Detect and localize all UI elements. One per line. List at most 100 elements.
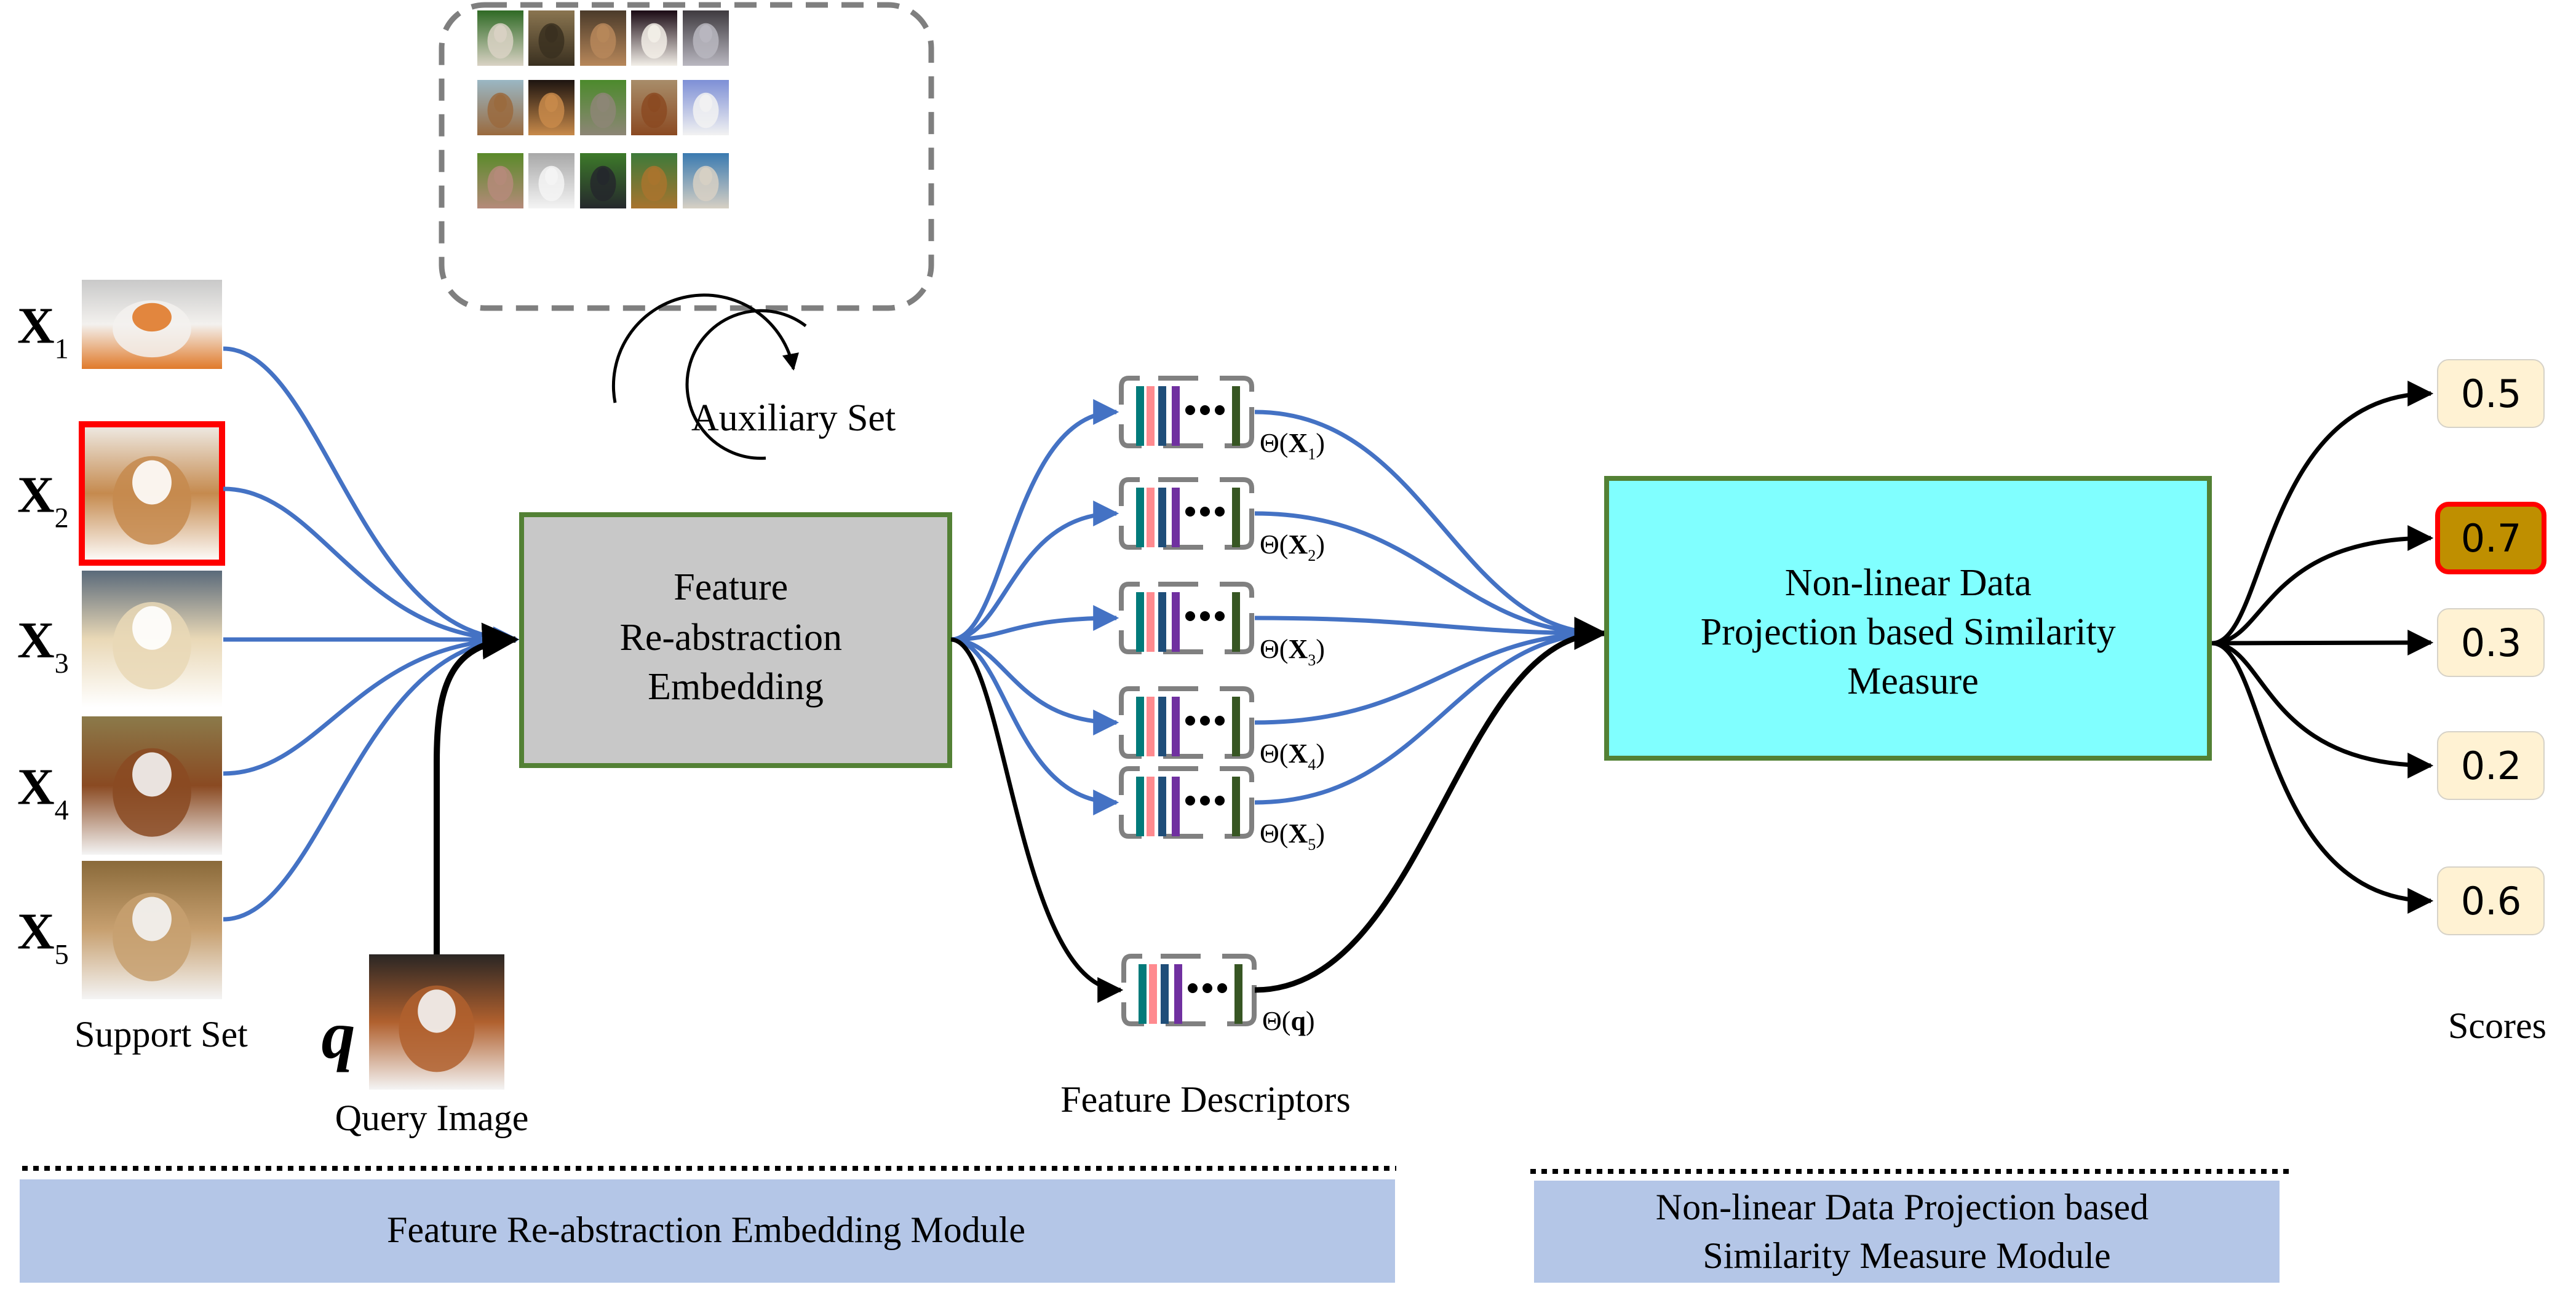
ellipsis-dot	[1215, 796, 1225, 806]
score-value: 0.3	[2461, 620, 2522, 665]
feature-descriptor: Θ(X5)	[1119, 766, 1325, 853]
support-similarity-arrow	[1254, 631, 1605, 725]
descriptor-bar	[1136, 488, 1144, 547]
descriptor-bar	[1147, 592, 1155, 652]
support-descriptor-arrow	[950, 637, 1119, 815]
descriptor-bar	[1232, 592, 1240, 652]
ellipsis-dot	[1215, 611, 1225, 621]
ellipsis-dot	[1217, 983, 1227, 993]
descriptor-bar	[1172, 386, 1180, 446]
scores: 0.50.70.30.20.6	[2435, 359, 2546, 935]
svg-text:Non-linear Data Projecti: Non-linear Data Projection based Similar…	[1701, 562, 2126, 702]
descriptor-to-similarity-arrows	[1254, 410, 1608, 993]
descriptor-bar	[1158, 386, 1166, 446]
auxiliary-thumbnail	[631, 10, 677, 66]
descriptor-bar	[1147, 697, 1155, 756]
descriptor-bar	[1234, 964, 1242, 1024]
feature-descriptor: Θ(q)	[1121, 954, 1315, 1036]
score-box-highlighted: 0.7	[2435, 502, 2546, 574]
auxiliary-thumbnail	[477, 153, 523, 208]
support-similarity-arrow	[1254, 631, 1605, 805]
support-label: X5	[17, 903, 69, 970]
descriptor-bar	[1149, 964, 1157, 1024]
ellipsis-dot	[1200, 507, 1210, 517]
feature-descriptor: Θ(X3)	[1119, 582, 1325, 669]
score-value: 0.7	[2461, 516, 2522, 561]
support-label: X3	[17, 612, 69, 679]
support-item: X5	[17, 861, 222, 999]
descriptor-bar	[1158, 592, 1166, 652]
support-similarity-arrow	[1254, 410, 1605, 636]
auxiliary-thumbnail	[683, 80, 729, 135]
support-descriptor-arrow	[950, 605, 1119, 642]
module-label-left: Feature Re-abstraction Embedding Module	[387, 1210, 1025, 1250]
support-image	[82, 861, 222, 999]
support-descriptor-arrow	[950, 501, 1119, 642]
descriptor-bar	[1158, 488, 1166, 547]
scores-label: Scores	[2448, 1005, 2546, 1046]
descriptor-bar	[1172, 697, 1180, 756]
query-symbol: q	[322, 997, 356, 1072]
score-box: 0.6	[2437, 866, 2545, 935]
support-arrow	[223, 627, 520, 776]
score-value: 0.6	[2461, 879, 2522, 924]
ellipsis-dot	[1215, 507, 1225, 517]
embedding-line-2: Re-abstraction	[619, 617, 842, 659]
support-set-label: Support Set	[74, 1014, 248, 1055]
support-image	[82, 424, 222, 563]
ellipsis-dot	[1200, 611, 1210, 621]
support-image	[82, 716, 222, 855]
support-label: X4	[17, 759, 69, 826]
descriptor-label: Θ(X2)	[1260, 529, 1325, 564]
svg-text:Non-linear Data Projection bas: Non-linear Data Projection based Similar…	[1656, 1187, 2158, 1276]
score-box: 0.3	[2437, 608, 2545, 677]
descriptor-label: Θ(q)	[1262, 1006, 1315, 1036]
descriptor-bar	[1139, 964, 1147, 1024]
support-similarity-arrow	[1254, 511, 1605, 636]
score-arrow	[2211, 381, 2434, 646]
descriptor-bar	[1136, 777, 1144, 836]
auxiliary-thumbnail	[528, 10, 574, 66]
auxiliary-thumbnail	[580, 80, 626, 135]
descriptor-bar	[1136, 386, 1144, 446]
descriptor-label: Θ(X3)	[1260, 634, 1325, 669]
descriptor-bar	[1136, 592, 1144, 652]
support-image	[82, 280, 222, 369]
score-value: 0.2	[2461, 743, 2522, 788]
auxiliary-thumbnail	[683, 153, 729, 208]
ellipsis-dot	[1200, 796, 1210, 806]
cycle-icon	[611, 293, 807, 460]
support-item: X3	[17, 571, 222, 707]
descriptor-bar	[1232, 386, 1240, 446]
ellipsis-dot	[1185, 716, 1195, 726]
ellipsis-dot	[1185, 611, 1195, 621]
auxiliary-thumbnail	[477, 80, 523, 135]
query-descriptor-arrow	[950, 637, 1124, 1003]
descriptor-bar	[1232, 488, 1240, 547]
descriptor-bar	[1158, 697, 1166, 756]
similarity-line-3: Measure	[1847, 660, 1978, 702]
auxiliary-thumbnails	[477, 10, 729, 208]
score-arrow	[2211, 641, 2434, 778]
ellipsis-dot	[1188, 983, 1198, 993]
module-label-right-line-1: Non-linear Data Projection based	[1656, 1187, 2149, 1227]
query-similarity-arrow	[1254, 617, 1608, 993]
ellipsis-dot	[1215, 716, 1225, 726]
descriptor-label: Θ(X1)	[1260, 428, 1325, 463]
feature-descriptor: Θ(X4)	[1119, 686, 1325, 774]
auxiliary-thumbnail	[580, 10, 626, 66]
module-label-right-line-2: Similarity Measure Module	[1703, 1235, 2110, 1276]
feature-descriptor: Θ(X1)	[1119, 376, 1325, 463]
auxiliary-thumbnail	[528, 80, 574, 135]
similarity-line-2: Projection based Similarity	[1701, 611, 2116, 653]
auxiliary-thumbnail	[683, 10, 729, 66]
descriptor-bar	[1174, 964, 1182, 1024]
descriptor-label: Θ(X5)	[1260, 818, 1325, 853]
support-descriptor-arrow	[950, 637, 1119, 735]
ellipsis-dot	[1203, 983, 1212, 993]
feature-descriptor: Θ(X2)	[1119, 477, 1325, 564]
ellipsis-dot	[1185, 405, 1195, 415]
query-to-embedding-arrow	[434, 622, 519, 954]
similarity-measure-block: Non-linear Data Projection based Similar…	[1604, 476, 2212, 761]
auxiliary-thumbnail	[477, 10, 523, 66]
